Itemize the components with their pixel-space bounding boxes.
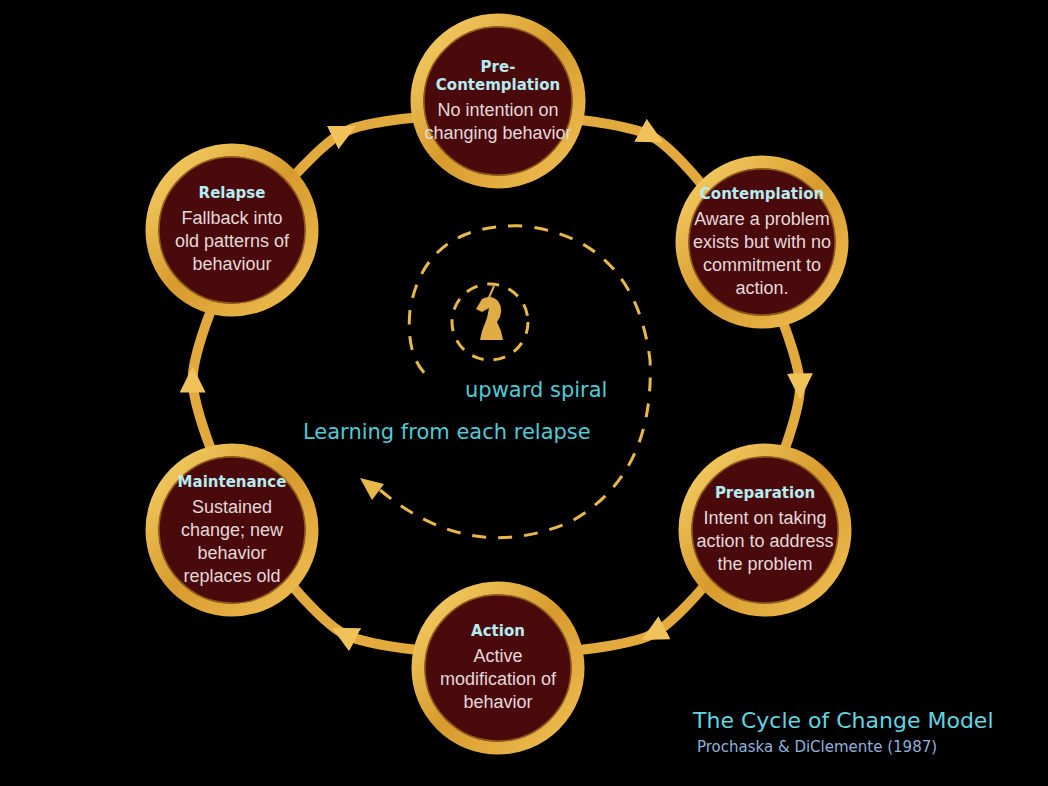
circle-content: MaintenanceSustained change; new behavio…: [145, 443, 319, 617]
cycle-arrow: [295, 118, 414, 175]
cycle-arrow: [193, 311, 211, 449]
circle-content: ContemplationAware a problem exists but …: [675, 155, 849, 329]
spiral-inner: [452, 284, 528, 360]
circle-inner-edge: [692, 457, 838, 603]
circle-ring: [152, 150, 312, 310]
spiral-arrowhead: [360, 478, 384, 500]
stage-heading: Relapse: [199, 184, 266, 202]
spiral-outer: [380, 226, 650, 538]
cycle-arrow: [580, 587, 703, 650]
circle-inner-edge: [689, 169, 835, 315]
diagram-title: The Cycle of Change Model: [693, 708, 994, 733]
circle-content: RelapseFallback into old patterns of beh…: [145, 143, 319, 317]
stage-description: Sustained change; new behavior replaces …: [162, 496, 302, 588]
stage-description: Aware a problem exists but with no commi…: [691, 208, 833, 300]
circle-ring: [685, 450, 845, 610]
stage-circle: MaintenanceSustained change; new behavio…: [145, 443, 319, 617]
spiral-label: upward spiral: [465, 378, 607, 402]
circle-inner-edge: [425, 595, 571, 741]
circle-content: Pre- Contemplation No intention on changi…: [410, 13, 586, 189]
stage-description: Intent on taking action to address the p…: [694, 507, 836, 576]
circle-ring: [152, 450, 312, 610]
stage-circle: ContemplationAware a problem exists but …: [675, 155, 849, 329]
circle-ring: [417, 20, 579, 182]
citation-caption: Prochaska & DiClemente (1987): [697, 738, 937, 756]
stage-heading: Pre- Contemplation: [436, 58, 561, 94]
circle-outline: [411, 581, 585, 755]
cycle-arrow: [294, 587, 416, 650]
cycle-arrow: [581, 120, 702, 184]
stage-heading: Action: [471, 622, 525, 640]
circle-inner-edge: [159, 157, 305, 303]
circle-content: ActionActive modification of behavior: [411, 581, 585, 755]
stage-description: Fallback into old patterns of behaviour: [167, 207, 297, 276]
stage-description: Active modification of behavior: [426, 645, 571, 714]
stage-heading: Maintenance: [178, 473, 287, 491]
cycle-arrow: [783, 323, 800, 448]
stage-heading: Contemplation: [700, 185, 824, 203]
stage-heading: Preparation: [715, 484, 815, 502]
stage-circle: PreparationIntent on taking action to ad…: [678, 443, 852, 617]
stage-circle: ActionActive modification of behavior: [411, 581, 585, 755]
circle-outline: [145, 143, 319, 317]
stage-description: No intention on changing behavior: [423, 99, 573, 145]
circle-ring: [682, 162, 842, 322]
circle-inner-edge: [424, 27, 572, 175]
stage-circle: RelapseFallback into old patterns of beh…: [145, 143, 319, 317]
circle-inner-edge: [159, 457, 305, 603]
knight-horn: [488, 286, 494, 300]
stage-circle: Pre- Contemplation No intention on changi…: [410, 13, 586, 189]
circle-content: PreparationIntent on taking action to ad…: [678, 443, 852, 617]
circle-ring: [418, 588, 578, 748]
knight-icon: [476, 297, 503, 340]
spiral-label: Learning from each relapse: [303, 420, 591, 444]
circle-outline: [678, 443, 852, 617]
